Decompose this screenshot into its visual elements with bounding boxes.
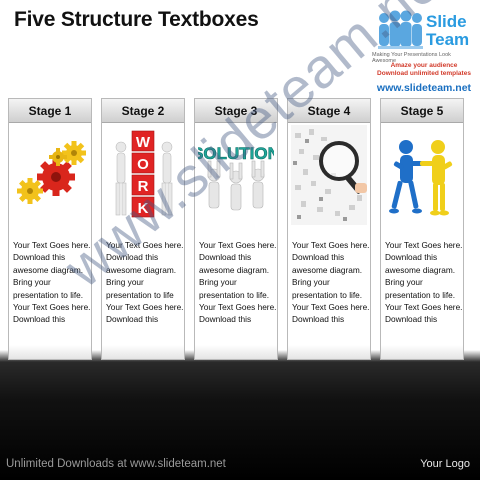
handshake-figures-icon [384, 125, 460, 225]
stage-card-5: Stage 5 [380, 98, 464, 360]
people-group-icon [378, 10, 423, 49]
text-line: presentation to life. [199, 289, 270, 300]
stage-card-3: Stage 3 SOLUTION Your Text Goes here. Do… [194, 98, 278, 360]
stage-text: Your Text Goes here. Download this aweso… [106, 239, 186, 326]
logo-promo-line2: Download unlimited templates [377, 70, 471, 77]
logo-promo-line1: Amaze your audience [390, 62, 458, 69]
stage-header: Stage 5 [381, 99, 463, 123]
text-line: Your Text Goes here. [292, 302, 370, 313]
text-line: Download this [385, 314, 438, 325]
text-line: Download this [13, 314, 66, 325]
text-line: Download this [106, 252, 159, 263]
stage-footer-strip [381, 345, 463, 359]
solution-people-icon: SOLUTION [198, 125, 274, 225]
text-line: Download this [13, 252, 66, 263]
text-line: Download this [199, 252, 252, 263]
slideteam-logo[interactable]: Slide Team Making Your Presentations Loo… [372, 6, 476, 96]
stage-text: Your Text Goes here. Download this aweso… [292, 239, 372, 326]
logo-tagline: Making Your Presentations Look Awesome [372, 52, 451, 64]
stage-card-4: Stage 4 Your Text Goes here. Download th… [287, 98, 371, 360]
text-line: Bring your [13, 277, 51, 288]
magnifier-puzzle-icon [291, 125, 367, 225]
block-letter: K [138, 200, 149, 217]
stage-text: Your Text Goes here. Download this aweso… [385, 239, 465, 326]
block-letter: O [137, 156, 149, 173]
text-line: Download this [292, 252, 345, 263]
stage-footer-strip [9, 345, 91, 359]
text-line: Download this [385, 252, 438, 263]
stage-header: Stage 4 [288, 99, 370, 123]
logo-word-team: Team [426, 30, 470, 49]
text-line: Your Text Goes here. [106, 240, 184, 250]
text-line: Your Text Goes here. [199, 240, 277, 250]
stage-footer-strip [195, 345, 277, 359]
stage-text: Your Text Goes here. Download this aweso… [199, 239, 279, 326]
footer-downloads-text: Unlimited Downloads at www.slideteam.net [6, 458, 226, 470]
stage-header: Stage 1 [9, 99, 91, 123]
stage-footer-strip [102, 345, 184, 359]
stage-header: Stage 3 [195, 99, 277, 123]
text-line: Your Text Goes here. [385, 240, 463, 250]
page-title: Five Structure Textboxes [14, 8, 259, 31]
text-line: awesome diagram. [106, 264, 177, 275]
text-line: presentation to life. [292, 289, 363, 300]
text-line: Your Text Goes here. [292, 240, 370, 250]
footer-logo-placeholder: Your Logo [420, 458, 470, 470]
logo-word-slide: Slide [426, 12, 467, 31]
stage-header: Stage 2 [102, 99, 184, 123]
logo-url-link[interactable]: www.slideteam.net [376, 82, 472, 94]
stage-card-2: Stage 2 W O R K Your Text Goes [101, 98, 185, 360]
logo-promo: Amaze your audience Download unlimited t… [372, 62, 476, 78]
text-line: Your Text Goes here. [106, 302, 184, 313]
block-letter: R [138, 178, 149, 195]
text-line: Your Text Goes here. [199, 302, 277, 313]
text-line: Download this [292, 314, 345, 325]
text-line: presentation to life [106, 289, 174, 300]
text-line: awesome diagram. [13, 264, 84, 275]
text-line: Your Text Goes here. [13, 240, 91, 250]
solution-word: SOLUTION [198, 144, 274, 163]
text-line: Bring your [199, 277, 237, 288]
block-letter: W [136, 134, 151, 151]
text-line: Download this [106, 314, 159, 325]
stage-text: Your Text Goes here. Download this aweso… [13, 239, 93, 326]
text-line: Bring your [292, 277, 330, 288]
gears-icon [12, 125, 88, 225]
text-line: awesome diagram. [385, 264, 456, 275]
text-line: presentation to life. [385, 289, 456, 300]
text-line: awesome diagram. [292, 264, 363, 275]
text-line: Download this [199, 314, 252, 325]
stage-footer-strip [288, 345, 370, 359]
text-line: Bring your [106, 277, 144, 288]
text-line: Your Text Goes here. [13, 302, 91, 313]
text-line: Bring your [385, 277, 423, 288]
stage-card-1: Stage 1 [8, 98, 92, 360]
text-line: awesome diagram. [199, 264, 270, 275]
text-line: presentation to life. [13, 289, 84, 300]
work-blocks-icon: W O R K [105, 125, 181, 225]
text-line: Your Text Goes here. [385, 302, 463, 313]
